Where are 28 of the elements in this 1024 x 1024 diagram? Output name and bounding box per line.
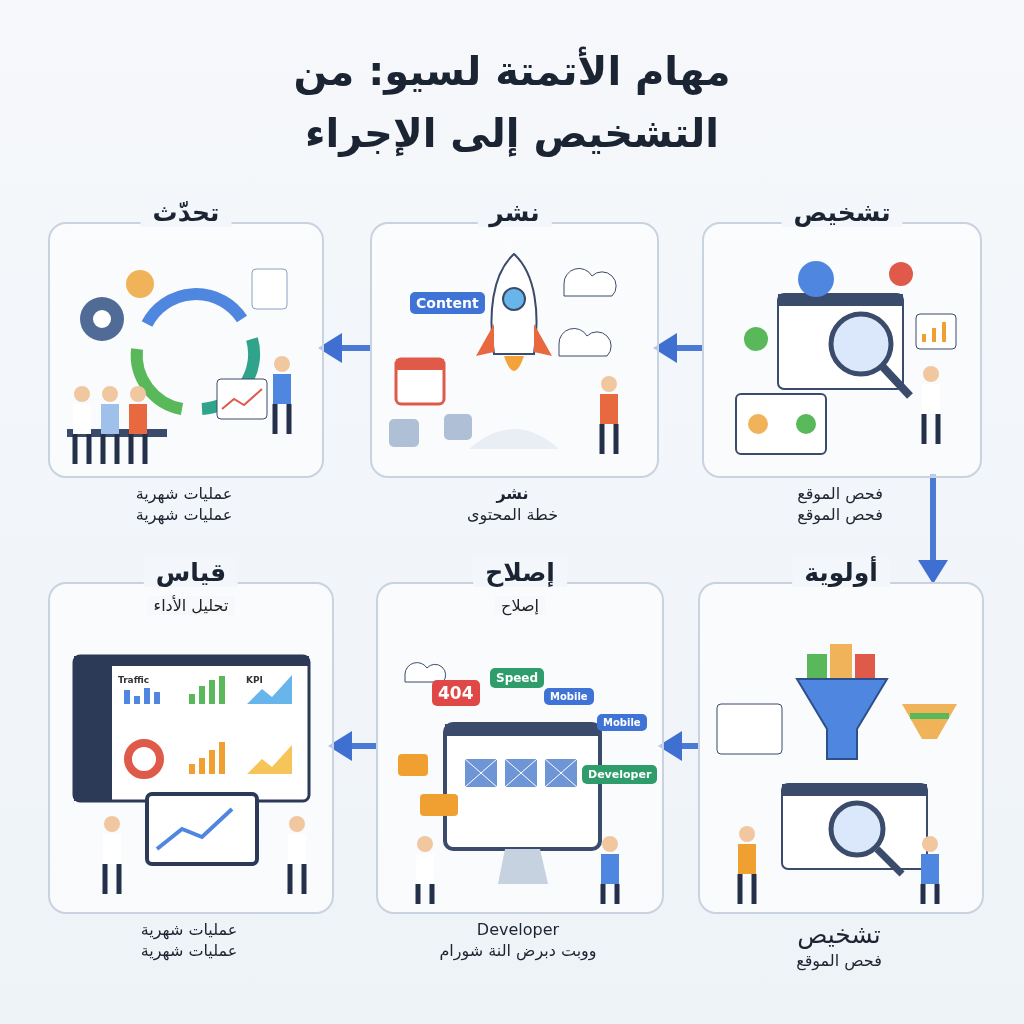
caption-text: خطة المحتوى xyxy=(466,505,559,524)
diagram-title: مهام الأتمتة لسيو: من التشخيص إلى الإجراء xyxy=(292,45,732,159)
caption-text: نشر xyxy=(496,484,529,503)
tag-label: Mobile xyxy=(544,688,594,705)
panel-heading: تحدّث xyxy=(140,198,232,227)
tag-label: Content xyxy=(410,292,485,314)
arrow xyxy=(918,474,948,584)
caption-text: عمليات شهرية xyxy=(135,484,233,503)
caption-text: Developer xyxy=(476,920,560,939)
arrow xyxy=(658,731,698,761)
panel-subtitle: إصلاح xyxy=(495,596,545,615)
caption-text: عمليات شهرية xyxy=(140,920,238,939)
caption-text: فحص الموقع xyxy=(797,505,883,524)
tag-label: Speed xyxy=(490,668,545,688)
caption-text: ووبت دبرض النة شورام xyxy=(439,941,597,960)
caption-text: فحص الموقع xyxy=(796,951,882,970)
arrow xyxy=(318,333,370,363)
arrow xyxy=(653,333,702,363)
panel-heading: أولوية xyxy=(792,558,890,587)
tag-label: 404 xyxy=(432,680,480,706)
arrow xyxy=(328,731,376,761)
caption-text: عمليات شهرية xyxy=(135,505,233,524)
caption-text: فحص الموقع xyxy=(797,484,883,503)
caption-text: تشخيص xyxy=(797,920,881,949)
caption-text: عمليات شهرية xyxy=(140,941,238,960)
tag-label: Developer xyxy=(582,765,658,784)
panel-subtitle: تحليل الأداء xyxy=(147,596,235,615)
tag-label: Mobile xyxy=(597,714,647,731)
